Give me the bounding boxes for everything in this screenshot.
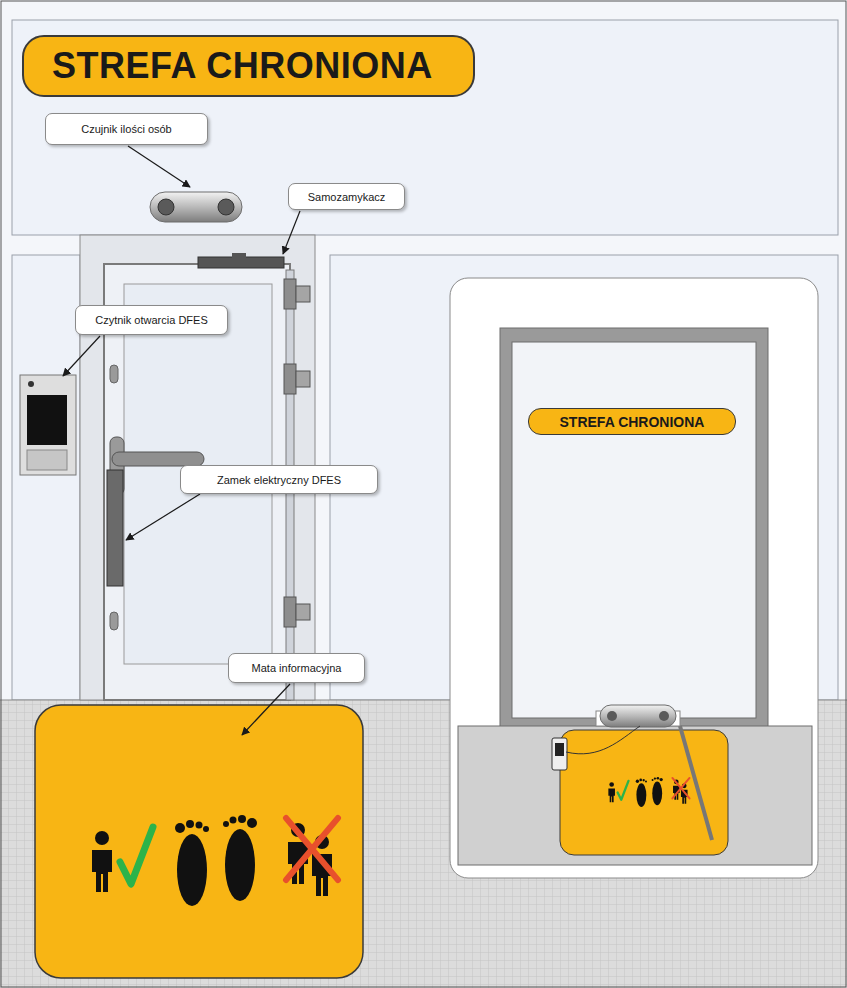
label-text: Mata informacyjna — [252, 662, 342, 674]
card-reader — [20, 375, 76, 475]
upper-wall — [12, 20, 838, 235]
label-text: Zamek elektryczny DFES — [217, 474, 341, 486]
callout-label: Mata informacyjna — [228, 653, 365, 683]
callout-label: Czujnik ilości osób — [45, 113, 208, 145]
label-text: Czujnik ilości osób — [81, 123, 171, 135]
label-text: STREFA CHRONIONA — [52, 45, 433, 87]
zone-sign: STREFA CHRONIONA — [528, 408, 736, 435]
zone-sign: STREFA CHRONIONA — [22, 35, 475, 97]
mat-icons — [92, 815, 338, 906]
leader-lines — [63, 146, 300, 735]
label-text: STREFA CHRONIONA — [560, 414, 705, 430]
label-text: Samozamykacz — [308, 191, 386, 203]
information-mat — [35, 705, 363, 978]
left-wall — [12, 255, 80, 700]
label-text: Czytnik otwarcia DFES — [95, 314, 207, 326]
inset-view — [450, 278, 818, 878]
floor — [0, 700, 847, 988]
callout-label: Zamek elektryczny DFES — [180, 465, 378, 494]
callout-label: Czytnik otwarcia DFES — [75, 305, 228, 335]
callout-label: Samozamykacz — [288, 183, 405, 210]
people-counter-sensor — [150, 192, 242, 222]
